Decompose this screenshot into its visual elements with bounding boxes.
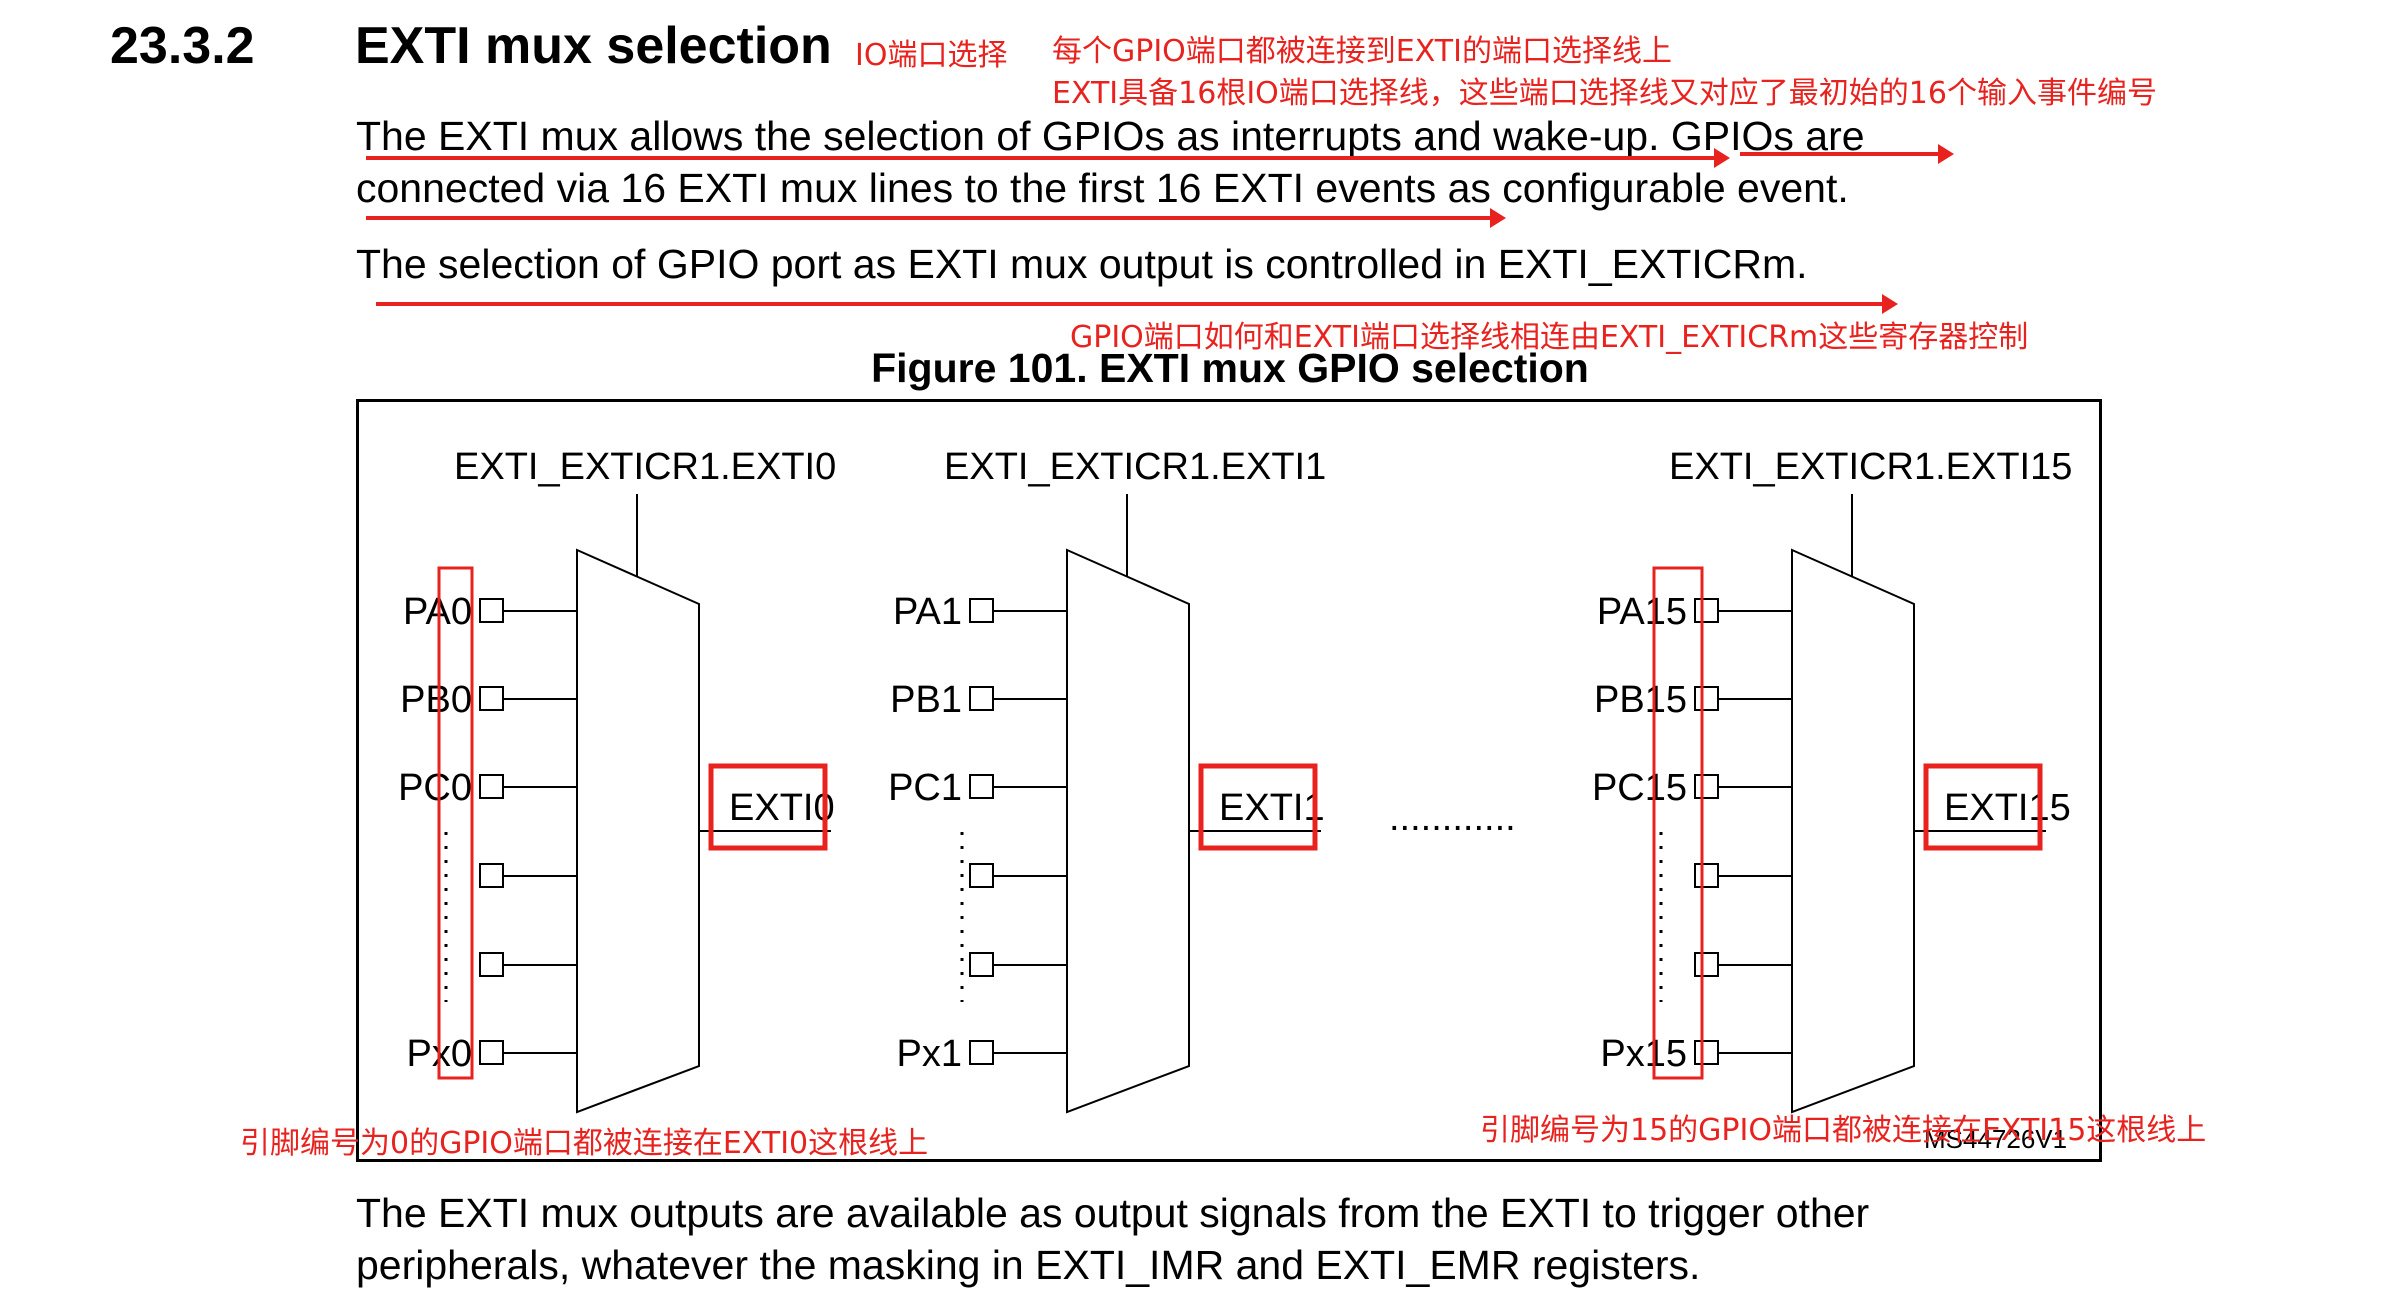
- output-label: EXTI0: [729, 787, 835, 829]
- pin-column-highlight: [437, 566, 474, 1080]
- input-pin-box: [969, 774, 994, 799]
- mux-select-label: EXTI_EXTICR1.EXTI15: [1669, 446, 2072, 488]
- horizontal-ellipsis: ............: [1389, 797, 1516, 839]
- mux-select-label: EXTI_EXTICR1.EXTI0: [454, 446, 836, 488]
- output-highlight-box: [708, 763, 828, 851]
- input-pin-box: [479, 863, 504, 888]
- input-pin-box: [1694, 863, 1719, 888]
- input-pin-box: [479, 774, 504, 799]
- output-label: EXTI15: [1944, 787, 2071, 829]
- output-highlight-box: [1198, 763, 1318, 851]
- input-pin-box: [1694, 774, 1719, 799]
- figure-title: Figure 101. EXTI mux GPIO selection: [871, 345, 1589, 391]
- input-pin-box: [1694, 1040, 1719, 1065]
- input-label: PC1: [888, 767, 962, 809]
- input-pin-box: [479, 598, 504, 623]
- input-pin-box: [969, 1040, 994, 1065]
- input-label: PB1: [890, 679, 962, 721]
- input-label: PC0: [398, 767, 472, 809]
- input-pin-box: [969, 598, 994, 623]
- input-label: PC15: [1592, 767, 1687, 809]
- input-label: PA1: [893, 591, 962, 633]
- annotation-register-note: GPIO端口如何和EXTI端口选择线相连由EXTI_EXTICRm这些寄存器控制: [1070, 320, 2029, 355]
- input-label: PA0: [403, 591, 472, 633]
- paragraph-3-line-1: The EXTI mux outputs are available as ou…: [356, 1190, 1870, 1236]
- input-pin-box: [479, 686, 504, 711]
- input-label: PB0: [400, 679, 472, 721]
- input-label: Px15: [1600, 1033, 1687, 1075]
- paragraph-1-line-2: connected via 16 EXTI mux lines to the f…: [356, 165, 1849, 211]
- input-pin-box: [1694, 952, 1719, 977]
- pin-column-highlight: [1652, 566, 1704, 1080]
- paragraph-3-line-2: peripherals, whatever the masking in EXT…: [356, 1242, 1701, 1288]
- mux-diagram: EXTI_EXTICR1.EXTI0PA0PB0PC0Px0EXTI0EXTI_…: [398, 446, 2072, 1114]
- annotation-line-2: EXTI具备16根IO端口选择线，这些端口选择线又对应了最初始的16个输入事件编…: [1052, 76, 2157, 111]
- underline-arrow: [366, 208, 1506, 228]
- input-pin-box: [969, 686, 994, 711]
- mux-trapezoid: [576, 548, 700, 1114]
- underline-arrow: [1740, 144, 1954, 164]
- section-title: EXTI mux selection: [355, 17, 832, 75]
- annotation-line-1: 每个GPIO端口都被连接到EXTI的端口选择线上: [1052, 34, 1672, 69]
- output-label: EXTI1: [1219, 787, 1325, 829]
- input-label: PB15: [1594, 679, 1687, 721]
- figure-code: MS44726V1: [1924, 1124, 2068, 1154]
- input-label: PA15: [1597, 591, 1687, 633]
- input-pin-box: [1694, 598, 1719, 623]
- underline-arrow: [366, 148, 1730, 168]
- underline-arrow: [376, 294, 1898, 314]
- input-pin-box: [479, 952, 504, 977]
- mux-trapezoid: [1791, 548, 1915, 1114]
- annotation-pin0-note: 引脚编号为0的GPIO端口都被连接在EXTI0这根线上: [240, 1126, 929, 1161]
- input-pin-box: [969, 863, 994, 888]
- paragraph-2: The selection of GPIO port as EXTI mux o…: [356, 241, 1808, 287]
- mux-trapezoid: [1066, 548, 1190, 1114]
- output-highlight-box: [1923, 763, 2043, 851]
- input-pin-box: [479, 1040, 504, 1065]
- annotation-pin15-note: 引脚编号为15的GPIO端口都被连接在EXTI15这根线上: [1480, 1113, 2207, 1148]
- input-pin-box: [1694, 686, 1719, 711]
- paragraph-1-line-1: The EXTI mux allows the selection of GPI…: [356, 113, 1865, 159]
- mux-select-label: EXTI_EXTICR1.EXTI1: [944, 446, 1326, 488]
- input-pin-box: [969, 952, 994, 977]
- input-label: Px1: [897, 1033, 962, 1075]
- section-number: 23.3.2: [110, 17, 255, 75]
- annotation-io-port-select: IO端口选择: [855, 38, 1008, 73]
